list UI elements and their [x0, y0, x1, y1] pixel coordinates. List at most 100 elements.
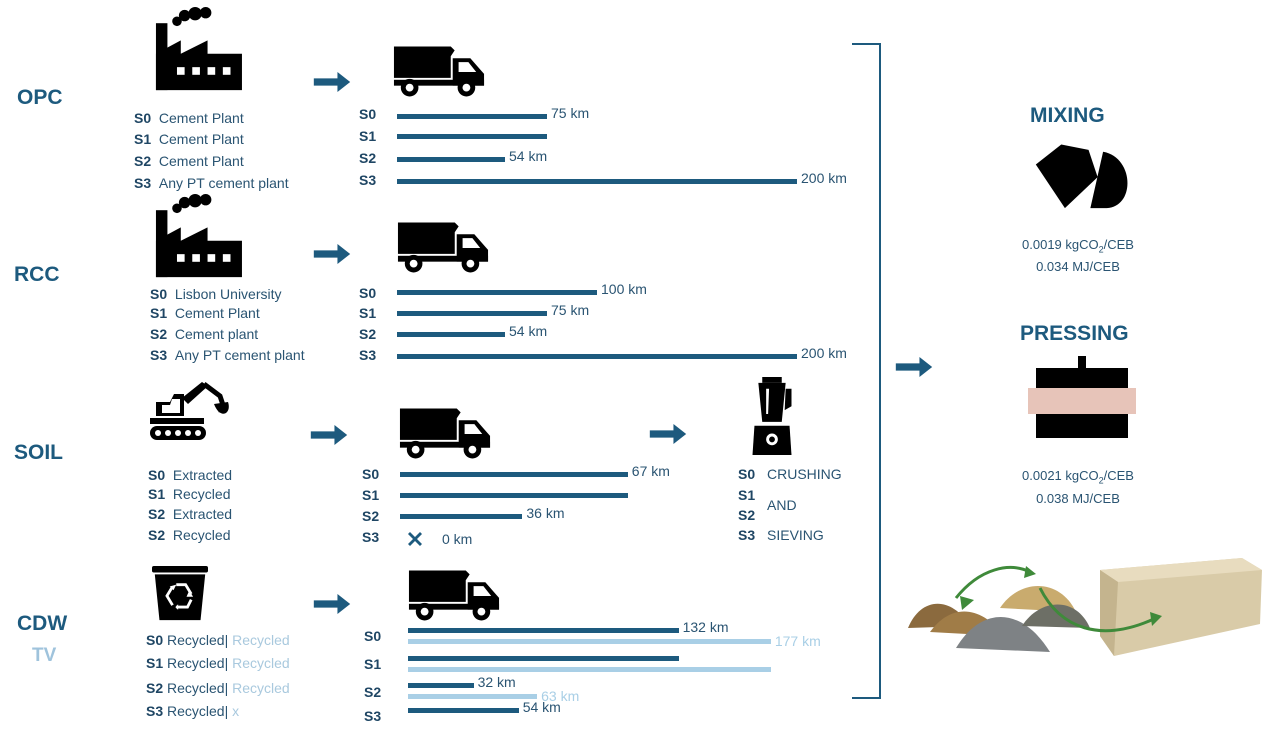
distance-bar	[408, 656, 679, 661]
no-transport-x-icon	[405, 529, 425, 549]
truck-icon	[392, 42, 486, 98]
scenario-label: S0	[362, 466, 380, 482]
distance-bar	[408, 708, 519, 713]
distance-bar	[400, 472, 628, 477]
scenario-label: S3	[362, 529, 380, 545]
scenario-label: S2	[364, 684, 382, 700]
scenario-label: S1	[359, 128, 377, 144]
tv-distance-bar	[408, 667, 771, 672]
scenario-label: S1	[362, 487, 380, 503]
pressing-co2: 0.0021 kgCO2/CEB	[1022, 468, 1134, 486]
materials-brick-illustration	[908, 558, 1262, 656]
arrow-right-icon	[313, 244, 351, 264]
distance-bar	[397, 311, 547, 316]
scenario-label: S3	[359, 347, 377, 363]
pressing-energy: 0.038 MJ/CEB	[1036, 491, 1120, 506]
distance-bar	[397, 134, 547, 139]
tv-distance-label: 177 km	[774, 633, 821, 649]
truck-icon	[398, 404, 492, 460]
scenario-label: S2	[738, 507, 756, 523]
distance-bar	[397, 290, 597, 295]
excavator-icon	[148, 380, 232, 442]
source-item: S1 Cement Plant	[150, 305, 260, 321]
tv-distance-bar	[408, 639, 771, 644]
distance-label: 132 km	[682, 619, 729, 635]
source-item: S2 Recycled| Recycled	[146, 680, 290, 696]
source-item: S2 Cement plant	[150, 326, 259, 342]
source-item: S0 Cement Plant	[134, 110, 244, 126]
distance-label: 36 km	[526, 505, 565, 521]
scenario-label: S0	[738, 466, 756, 482]
distance-label: 54 km	[509, 148, 548, 164]
tv-distance-label: 63 km	[541, 688, 580, 704]
mixing-co2: 0.0019 kgCO2/CEB	[1022, 237, 1134, 255]
recycle-bin-icon	[150, 566, 210, 622]
distance-bar	[397, 179, 797, 184]
source-item: S1 Cement Plant	[134, 131, 244, 147]
mixing-title: MIXING	[1030, 104, 1105, 127]
source-item: S0 Lisbon University	[150, 286, 282, 302]
tv-distance-bar	[408, 694, 538, 699]
process-word: SIEVING	[767, 527, 824, 543]
scenario-label: S1	[359, 305, 377, 321]
arrow-right-icon	[649, 424, 687, 444]
mixing-energy: 0.034 MJ/CEB	[1036, 259, 1120, 274]
distance-label: 0 km	[442, 531, 473, 547]
pressing-title: PRESSING	[1020, 322, 1129, 345]
distance-label: 200 km	[801, 345, 847, 361]
scenario-label: S2	[359, 150, 377, 166]
source-item: S0 Recycled| Recycled	[146, 632, 290, 648]
distance-label: 32 km	[477, 674, 516, 690]
material-label-cdw: CDW	[17, 612, 68, 635]
source-item: S1 Recycled| Recycled	[146, 655, 290, 671]
distance-label: 54 km	[509, 323, 548, 339]
material-label-rcc: RCC	[14, 263, 60, 286]
arrow-right-icon	[313, 594, 351, 614]
distance-bar	[397, 332, 505, 337]
press-icon	[1026, 356, 1138, 446]
distance-bar	[397, 114, 547, 119]
source-item: S3 Any PT cement plant	[150, 347, 305, 363]
factory-icon	[150, 193, 246, 279]
arrow-right-icon	[310, 425, 348, 445]
source-item: S2 Cement Plant	[134, 153, 244, 169]
process-word: AND	[767, 497, 797, 513]
truck-icon	[396, 218, 490, 274]
distance-bar	[408, 683, 474, 688]
source-item: S2 Recycled	[148, 527, 231, 543]
scenario-label: S1	[364, 656, 382, 672]
scenario-label: S2	[359, 326, 377, 342]
blender-icon	[752, 377, 792, 455]
distance-label: 200 km	[801, 170, 847, 186]
material-label-opc: OPC	[17, 86, 63, 109]
distance-bar	[400, 493, 628, 498]
source-item: S3 Any PT cement plant	[134, 175, 289, 191]
distance-bar	[400, 514, 523, 519]
scenario-label: S3	[364, 708, 382, 724]
material-label-tv: TV	[32, 645, 57, 666]
scenario-label: S0	[359, 106, 377, 122]
mixer-icon	[1034, 142, 1134, 216]
process-word: CRUSHING	[767, 466, 842, 482]
scenario-label: S1	[738, 487, 756, 503]
scenario-label: S3	[359, 172, 377, 188]
distance-bar	[397, 157, 505, 162]
distance-label: 54 km	[522, 699, 561, 715]
source-item: S2 Extracted	[148, 506, 233, 522]
source-item: S0 Extracted	[148, 467, 233, 483]
source-item: S1 Recycled	[148, 486, 231, 502]
distance-label: 75 km	[551, 105, 590, 121]
distance-label: 67 km	[631, 463, 670, 479]
distance-label: 75 km	[551, 302, 590, 318]
distance-bar	[408, 628, 679, 633]
material-label-soil: SOIL	[14, 441, 64, 464]
grouping-bracket	[852, 43, 881, 699]
scenario-label: S2	[362, 508, 380, 524]
scenario-label: S0	[359, 285, 377, 301]
distance-label: 100 km	[601, 281, 647, 297]
arrow-right-icon	[313, 72, 351, 92]
scenario-label: S3	[738, 527, 756, 543]
scenario-label: S0	[364, 628, 382, 644]
arrow-right-icon	[895, 357, 933, 377]
distance-bar	[397, 354, 797, 359]
